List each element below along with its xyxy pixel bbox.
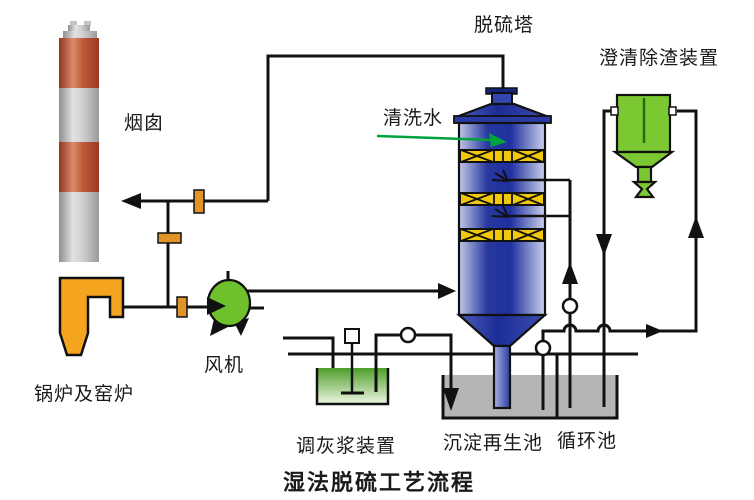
tray-pattern xyxy=(460,149,544,242)
clarifier-right-port xyxy=(668,106,677,116)
tower-shoulder xyxy=(455,102,550,119)
arrow-to-clarifier xyxy=(646,324,663,338)
chimney-label: 烟囱 xyxy=(124,112,165,134)
clarifier-shape xyxy=(610,93,677,199)
tower-tray xyxy=(459,149,545,242)
pool-to-clarifier-pipe xyxy=(541,109,698,410)
slurry-header-pipes xyxy=(283,336,638,372)
arrow-up-clarifier-feed xyxy=(688,216,704,238)
flue-gas-ducts xyxy=(121,54,505,310)
valve-icon xyxy=(176,296,188,318)
pump-icon xyxy=(399,297,579,357)
stirrer-motor xyxy=(344,328,360,344)
clarifier-return-pipe xyxy=(602,109,611,407)
arrow-up-riser xyxy=(562,262,578,284)
damper-valves xyxy=(157,189,205,318)
fan-label: 风机 xyxy=(204,354,245,376)
chimney-shape xyxy=(59,21,99,262)
fan-icon xyxy=(206,271,252,336)
clarifier-outlet xyxy=(631,180,658,199)
arrow-down-clarifier-return xyxy=(596,234,612,256)
boiler-shape xyxy=(58,276,125,357)
valve-icon xyxy=(157,232,182,244)
arrow-to-chimney xyxy=(121,193,141,209)
desulfurization-tower xyxy=(453,87,552,410)
tower-outlet-pipe xyxy=(492,344,512,410)
spray-nozzle-icon xyxy=(491,169,509,218)
arrow-into-tower xyxy=(438,283,456,299)
valve-icon xyxy=(193,189,205,214)
tower-cone xyxy=(456,313,548,348)
diagram-title: 湿法脱硫工艺流程 xyxy=(283,471,476,496)
slurry-device-label: 调灰浆装置 xyxy=(296,435,397,457)
arrow-into-fan xyxy=(207,297,226,315)
clarifier-label: 澄清除渣装置 xyxy=(599,47,720,69)
spray-feed-lines xyxy=(508,178,570,218)
sediment-pool-label: 沉淀再生池 xyxy=(443,432,544,454)
clarifier-left-port xyxy=(610,106,619,116)
tower-label: 脱硫塔 xyxy=(474,14,535,36)
wash-water-label: 清洗水 xyxy=(383,107,444,129)
sediment-and-circulation-pool xyxy=(441,375,619,420)
circulation-pool-label: 循环池 xyxy=(557,430,618,452)
wash-water-arrow xyxy=(376,133,507,147)
boiler-label: 锅炉及窑炉 xyxy=(34,383,135,405)
tower-neck xyxy=(491,92,513,105)
slurry-tank xyxy=(315,328,390,406)
arrow-into-sediment-pool xyxy=(443,388,459,411)
